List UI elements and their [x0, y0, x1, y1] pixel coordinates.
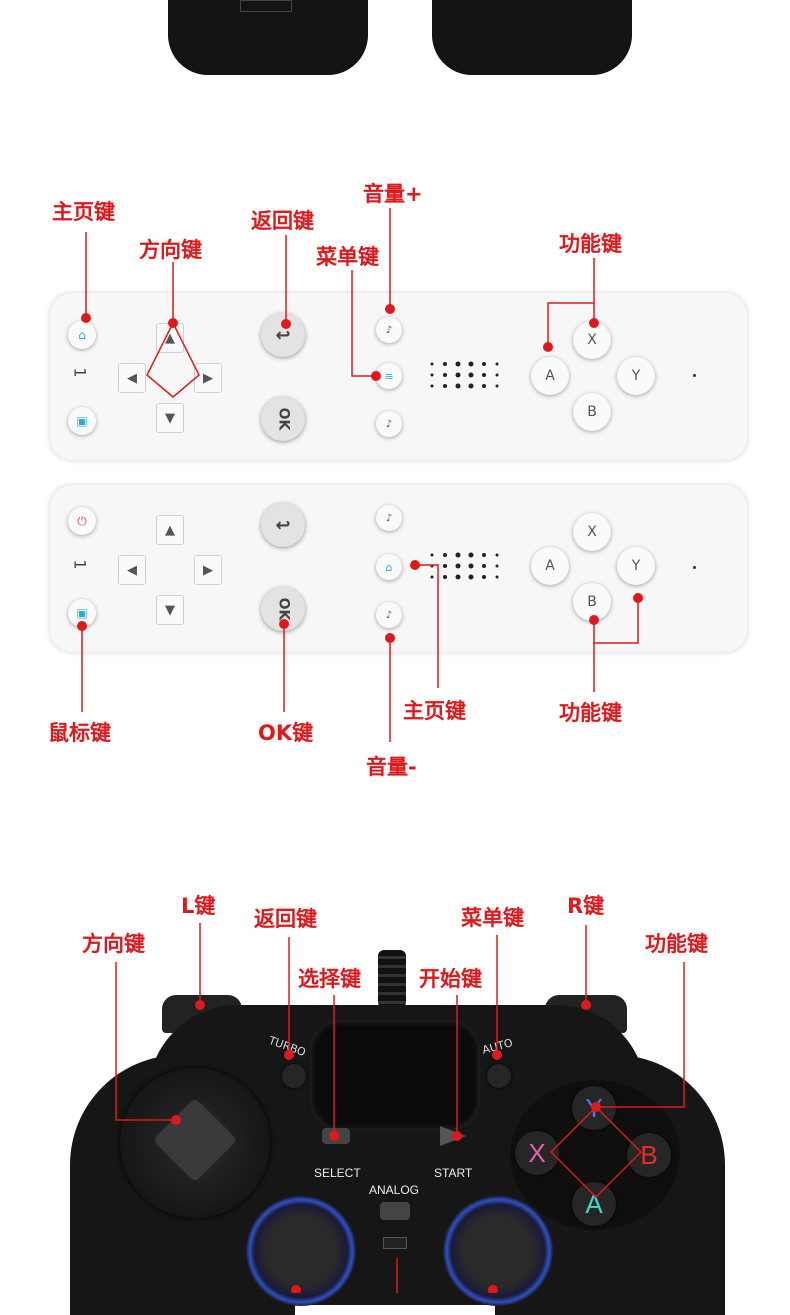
label-select-key: 选择键: [298, 967, 361, 991]
speaker-grille: [430, 552, 499, 580]
x-button[interactable]: X: [573, 513, 611, 551]
label-back-key-gamepad: 返回键: [254, 907, 317, 931]
auto-button[interactable]: [487, 1064, 511, 1088]
label-ok-key: OK键: [258, 721, 314, 745]
volume-up-button[interactable]: ♪: [376, 505, 402, 531]
label-menu-key-gamepad: 菜单键: [461, 906, 524, 930]
analog-button[interactable]: [380, 1202, 410, 1220]
remote-1: ⌂ 1 ▣ ▲ ◀ ▶ ▼ ↩ OK ♪ ≡ ♪ X A Y B: [50, 293, 747, 460]
home-button[interactable]: ⌂: [68, 321, 96, 349]
home-button[interactable]: ⌂: [376, 554, 402, 580]
start-text: START: [434, 1166, 473, 1180]
volume-up-button[interactable]: ♪: [376, 317, 402, 343]
label-l-key: L键: [181, 894, 216, 918]
y-button[interactable]: Y: [617, 547, 655, 585]
dpad-left[interactable]: ◀: [118, 555, 146, 585]
a-button[interactable]: A: [531, 357, 569, 395]
x-button[interactable]: X: [515, 1131, 559, 1175]
center-panel: [310, 1020, 480, 1130]
volume-down-button[interactable]: ♪: [376, 411, 402, 437]
label-r-key: R键: [567, 894, 605, 918]
left-stick[interactable]: [246, 1196, 356, 1306]
remote-2: ⏻ 1 ▣ ▲ ◀ ▶ ▼ ↩ OK ♪ ⌂ ♪ X A Y B: [50, 485, 747, 652]
b-button[interactable]: B: [573, 583, 611, 621]
speaker-grille: [430, 361, 499, 389]
label-menu-key: 菜单键: [316, 245, 379, 269]
mouse-button[interactable]: ▣: [68, 407, 96, 435]
back-button[interactable]: ↩: [261, 503, 305, 547]
dpad-down[interactable]: ▼: [156, 403, 184, 433]
label-volume-down: 音量-: [366, 755, 417, 779]
gamepad-photo: TURBO AUTO SELECT START ANALOG Y X B A: [0, 940, 790, 1315]
volume-down-button[interactable]: ♪: [376, 602, 402, 628]
label-start-key: 开始键: [419, 967, 482, 991]
label-function-key-2: 功能键: [559, 701, 622, 725]
cable: [378, 950, 406, 1008]
b-button[interactable]: B: [573, 393, 611, 431]
controller-top-photo: [0, 0, 790, 90]
a-button[interactable]: A: [572, 1182, 616, 1226]
dpad-down[interactable]: ▼: [156, 595, 184, 625]
indicator-dot: [693, 566, 696, 569]
label-mouse-key: 鼠标键: [48, 721, 111, 745]
label-function-key-gamepad: 功能键: [645, 932, 708, 956]
indicator-dot: [693, 374, 696, 377]
analog-led: [383, 1237, 407, 1249]
dpad[interactable]: ▲ ◀ ▶ ▼: [118, 515, 222, 627]
ok-button[interactable]: OK: [261, 397, 305, 441]
label-back-key: 返回键: [251, 209, 314, 233]
label-volume-up: 音量+: [363, 182, 423, 206]
analog-text: ANALOG: [369, 1183, 420, 1197]
turbo-button[interactable]: [282, 1064, 306, 1088]
right-stick[interactable]: [443, 1196, 553, 1306]
a-button[interactable]: A: [531, 547, 569, 585]
label-dpad-key: 方向键: [139, 238, 202, 262]
label-dpad-key-gamepad: 方向键: [82, 932, 145, 956]
select-text: SELECT: [314, 1166, 361, 1180]
y-button[interactable]: Y: [617, 357, 655, 395]
label-home-key-2: 主页键: [403, 699, 466, 723]
dpad-up[interactable]: ▲: [156, 515, 184, 545]
label-home-key: 主页键: [52, 200, 115, 224]
power-button[interactable]: ⏻: [68, 507, 96, 535]
b-button[interactable]: B: [627, 1133, 671, 1177]
label-function-key: 功能键: [559, 232, 622, 256]
dpad-right[interactable]: ▶: [194, 555, 222, 585]
dpad-left[interactable]: ◀: [118, 363, 146, 393]
